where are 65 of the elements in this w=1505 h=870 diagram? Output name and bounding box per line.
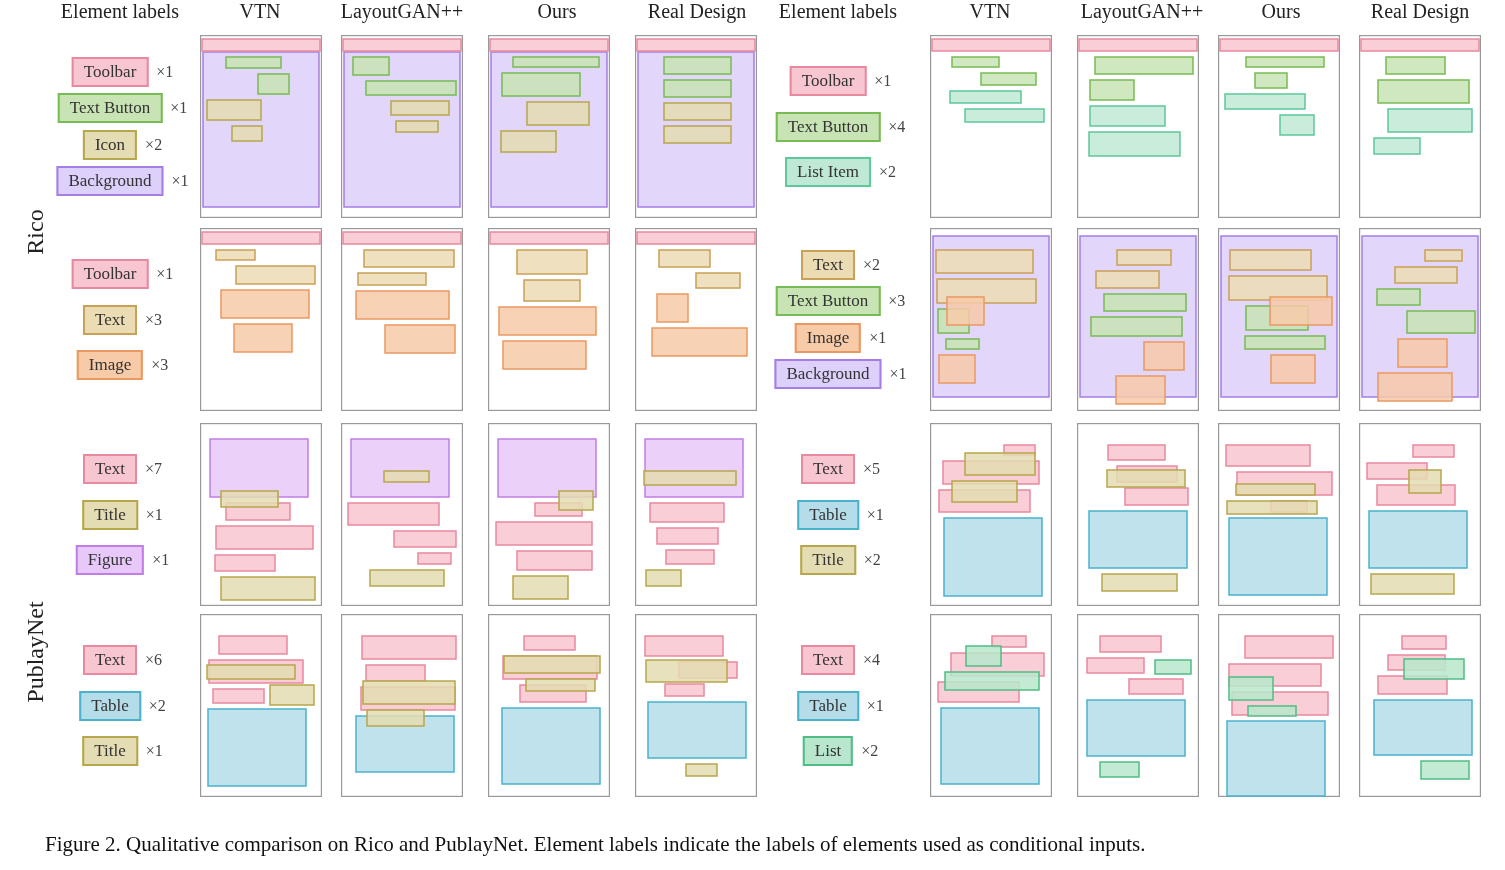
count-label: ×4 — [888, 117, 906, 136]
column-header: LayoutGAN++ — [340, 0, 464, 23]
count-label: ×1 — [145, 505, 163, 524]
count-label: ×1 — [866, 696, 884, 715]
count-label: ×2 — [145, 135, 163, 154]
column-header: Element labels — [778, 0, 898, 23]
count-label: ×1 — [171, 172, 189, 191]
count-label: ×1 — [866, 505, 884, 524]
column-header: Element labels — [60, 0, 180, 23]
count-label: ×3 — [151, 356, 169, 375]
count-label: ×1 — [156, 264, 174, 283]
element-label-tag: Table — [79, 690, 141, 721]
count-label: ×1 — [874, 71, 892, 90]
element-label-tag: Figure — [75, 545, 145, 576]
count-label: ×1 — [152, 551, 170, 570]
element-label-tag: Text Button — [775, 111, 881, 142]
count-label: ×1 — [145, 742, 163, 761]
element-label-tag: Toolbar — [789, 65, 867, 96]
element-label-tag: Table — [797, 690, 859, 721]
column-header: Real Design — [647, 0, 747, 23]
element-label-tag: Text Button — [57, 93, 163, 124]
element-label-tag: Title — [82, 736, 138, 767]
count-label: ×1 — [869, 328, 887, 347]
element-label-tag: Text — [801, 453, 855, 484]
column-header: Real Design — [1370, 0, 1470, 23]
column-header: VTN — [239, 0, 281, 23]
element-label-tag: Text — [83, 453, 137, 484]
count-label: ×4 — [863, 650, 880, 669]
column-header: Ours — [537, 0, 577, 23]
column-header: Ours — [1261, 0, 1301, 23]
element-label-tag: Background — [56, 166, 164, 197]
element-label-tag: Title — [82, 499, 138, 530]
element-label-tag: List Item — [785, 157, 871, 188]
element-label-tag: Text — [801, 644, 855, 675]
element-label-tag: Image — [794, 322, 862, 353]
row-label: Rico — [21, 209, 49, 255]
element-label-tag: Text Button — [775, 286, 881, 317]
element-label-tag: Icon — [82, 129, 138, 160]
column-header: VTN — [969, 0, 1011, 23]
element-label-tag: Image — [76, 350, 144, 381]
count-label: ×5 — [863, 459, 880, 478]
count-label: ×2 — [863, 551, 881, 570]
count-label: ×2 — [878, 163, 896, 182]
row-label: PublayNet — [21, 601, 49, 703]
element-label-tag: Text — [83, 644, 137, 675]
count-label: ×2 — [148, 696, 166, 715]
element-label-tag: Background — [774, 359, 882, 390]
element-label-tag: List — [802, 736, 854, 767]
count-label: ×6 — [145, 650, 162, 669]
count-label: ×2 — [863, 255, 880, 274]
element-label-tag: Title — [800, 545, 856, 576]
count-label: ×7 — [145, 459, 162, 478]
figure-caption: Figure 2. Qualitative comparison on Rico and PublayNet. Element labels indicate the labels of elements used as conditional inputs. — [45, 832, 1146, 857]
count-label: ×1 — [170, 99, 188, 118]
element-label-tag: Toolbar — [71, 56, 149, 87]
element-label-tag: Toolbar — [71, 258, 149, 289]
count-label: ×3 — [145, 310, 162, 329]
element-label-tag: Table — [797, 499, 859, 530]
count-label: ×2 — [861, 742, 879, 761]
count-label: ×3 — [888, 292, 906, 311]
count-label: ×1 — [156, 62, 174, 81]
column-header: LayoutGAN++ — [1080, 0, 1204, 23]
count-label: ×1 — [889, 365, 907, 384]
element-label-tag: Text — [83, 304, 137, 335]
element-label-tag: Text — [801, 249, 855, 280]
